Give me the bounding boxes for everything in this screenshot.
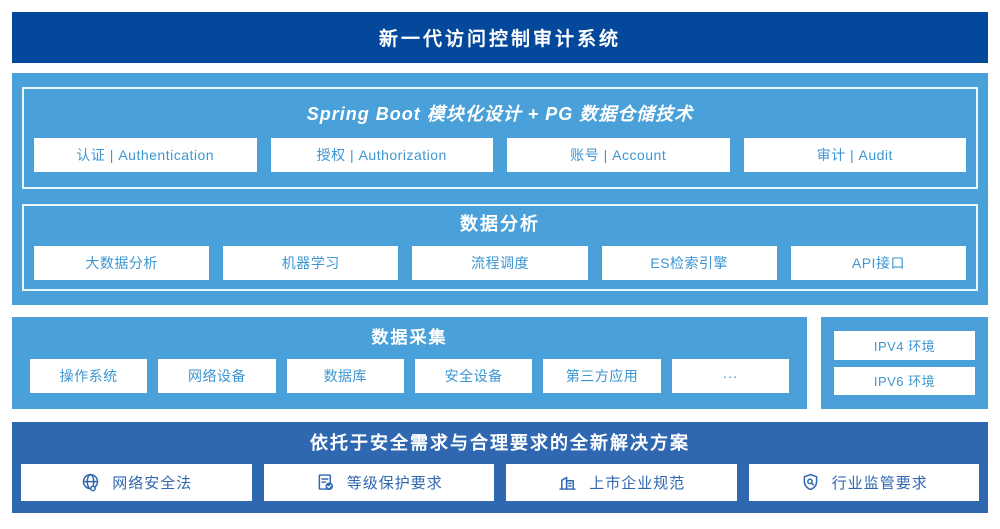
data-collection-section: 数据采集 操作系统 网络设备 数据库 安全设备 第三方应用 ··· xyxy=(12,317,807,409)
env-ipv4[interactable]: IPV4 环境 xyxy=(834,331,975,360)
module-authentication[interactable]: 认证 | Authentication xyxy=(34,137,257,172)
solution-title: 依托于安全需求与合理要求的全新解决方案 xyxy=(310,433,690,453)
module-authorization[interactable]: 授权 | Authorization xyxy=(270,137,493,172)
item-label: 等级保护要求 xyxy=(346,475,443,492)
data-collection-title: 数据采集 xyxy=(371,328,448,347)
page-title-banner: 新一代访问控制审计系统 xyxy=(12,12,988,63)
buildings-icon xyxy=(557,472,578,493)
solution-section: 依托于安全需求与合理要求的全新解决方案 网络安全法 xyxy=(12,422,988,513)
source-security-device[interactable]: 安全设备 xyxy=(414,359,533,393)
module-api-interface[interactable]: API接口 xyxy=(790,246,967,280)
ip-environment-panel: IPV4 环境 IPV6 环境 xyxy=(821,317,988,409)
env-ipv6[interactable]: IPV6 环境 xyxy=(834,366,975,395)
data-collection-sources: 操作系统 网络设备 数据库 安全设备 第三方应用 ··· xyxy=(20,359,799,393)
source-third-party-app[interactable]: 第三方应用 xyxy=(543,359,661,393)
shield-search-icon xyxy=(800,472,821,493)
spring-boot-layer-title: Spring Boot 模块化设计 + PG 数据仓储技术 xyxy=(306,103,694,124)
item-label: 网络安全法 xyxy=(112,475,193,492)
module-account[interactable]: 账号 | Account xyxy=(507,137,730,172)
data-analysis-title: 数据分析 xyxy=(460,214,540,234)
source-network-device[interactable]: 网络设备 xyxy=(158,359,276,393)
item-listed-company-standard[interactable]: 上市企业规范 xyxy=(506,464,737,501)
item-cybersecurity-law[interactable]: 网络安全法 xyxy=(21,464,252,501)
document-check-icon xyxy=(315,472,336,493)
module-machine-learning[interactable]: 机器学习 xyxy=(223,246,399,280)
data-collection-row: 数据采集 操作系统 网络设备 数据库 安全设备 第三方应用 ··· IPV4 环… xyxy=(12,317,988,409)
module-audit[interactable]: 审计 | Audit xyxy=(743,137,966,172)
source-more-ellipsis[interactable]: ··· xyxy=(671,359,789,393)
data-analysis-layer: 数据分析 大数据分析 机器学习 流程调度 ES检索引擎 API接口 xyxy=(22,204,978,291)
item-classified-protection[interactable]: 等级保护要求 xyxy=(263,464,494,501)
item-industry-regulation[interactable]: 行业监管要求 xyxy=(748,464,979,501)
platform-section: Spring Boot 模块化设计 + PG 数据仓储技术 认证 | Authe… xyxy=(12,73,988,305)
item-label: 上市企业规范 xyxy=(589,475,686,492)
source-operating-system[interactable]: 操作系统 xyxy=(30,359,148,393)
spring-boot-modules: 认证 | Authentication 授权 | Authorization 账… xyxy=(24,137,976,172)
module-bigdata-analysis[interactable]: 大数据分析 xyxy=(34,246,210,280)
source-database[interactable]: 数据库 xyxy=(286,359,404,393)
item-label: 行业监管要求 xyxy=(831,475,928,492)
page-title: 新一代访问控制审计系统 xyxy=(378,29,621,50)
module-es-search-engine[interactable]: ES检索引擎 xyxy=(601,246,777,280)
solution-items: 网络安全法 等级保护要求 xyxy=(21,464,979,501)
globe-icon xyxy=(80,472,101,493)
module-workflow-scheduling[interactable]: 流程调度 xyxy=(412,246,588,280)
data-analysis-modules: 大数据分析 机器学习 流程调度 ES检索引擎 API接口 xyxy=(24,246,976,280)
spring-boot-layer: Spring Boot 模块化设计 + PG 数据仓储技术 认证 | Authe… xyxy=(22,87,978,189)
